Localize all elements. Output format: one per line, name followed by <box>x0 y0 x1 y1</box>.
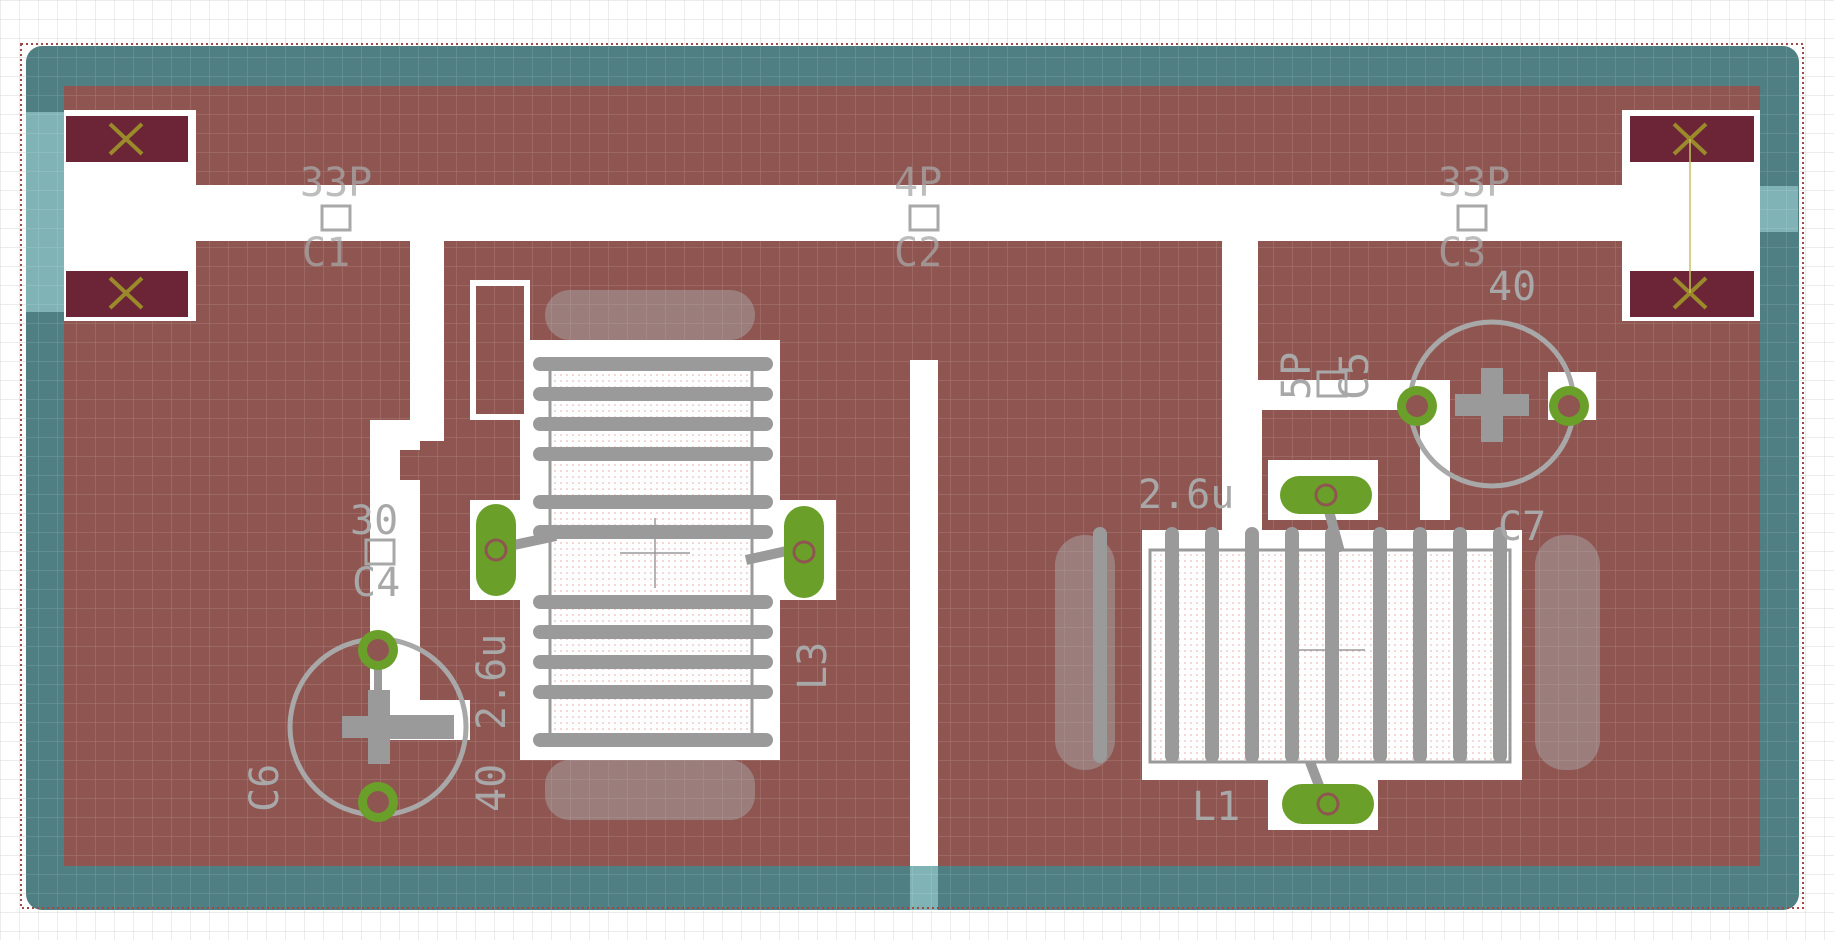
cap-c2-footprint[interactable] <box>908 204 940 232</box>
cap-c3-footprint[interactable] <box>1456 204 1488 232</box>
ring-pad-icon[interactable] <box>784 506 824 598</box>
label-c1-value: 33P <box>300 160 372 206</box>
inductor-l1[interactable] <box>1055 498 1600 806</box>
label-l3-value: 2.6u <box>469 634 515 730</box>
smd-capacitors[interactable] <box>320 204 1488 566</box>
label-c5-value: 5P <box>1274 352 1320 400</box>
crosshair-icon <box>1295 615 1365 685</box>
label-c7-name: C7 <box>1498 504 1546 550</box>
ring-pad-icon[interactable] <box>476 504 516 596</box>
label-l1-value: 2.6u <box>1138 472 1234 518</box>
inductor-l3[interactable] <box>498 290 802 820</box>
label-l3-name: L3 <box>790 642 836 690</box>
cap-c4-footprint[interactable] <box>364 538 396 566</box>
label-l1-name: L1 <box>1192 784 1240 830</box>
trimmer-cap-c7[interactable] <box>1397 319 1589 489</box>
label-c3-value: 33P <box>1438 160 1510 206</box>
inductor-pads[interactable] <box>476 476 1374 824</box>
label-c4-value: 30 <box>350 498 398 544</box>
label-c6-name: C6 <box>242 764 288 812</box>
label-c5-name: C5 <box>1332 352 1378 400</box>
l1-windings <box>1093 527 1507 763</box>
trimmer-cap-c6[interactable] <box>287 630 469 822</box>
l3-windings <box>533 357 773 747</box>
cap-c5-footprint[interactable] <box>1316 370 1348 398</box>
label-c1-name: C1 <box>302 230 350 276</box>
label-c3-name: C3 <box>1438 230 1486 276</box>
ring-pad-icon[interactable] <box>1282 784 1374 824</box>
label-c2-value: 4P <box>894 160 942 206</box>
cap-c1-footprint[interactable] <box>320 204 352 232</box>
copper-grid-overlay <box>26 46 1799 910</box>
label-c4-name: C4 <box>352 560 400 606</box>
label-c7-value: 40 <box>1488 264 1536 310</box>
silkscreen-labels: 33P C1 4P C2 33P C3 30 C4 5P C5 40 C6 40… <box>242 160 1546 830</box>
board-outline <box>20 43 1804 909</box>
label-c2-name: C2 <box>894 230 942 276</box>
ring-pad-icon[interactable] <box>1280 476 1372 514</box>
crosshair-icon <box>620 518 690 588</box>
label-c6-value: 40 <box>469 764 515 812</box>
